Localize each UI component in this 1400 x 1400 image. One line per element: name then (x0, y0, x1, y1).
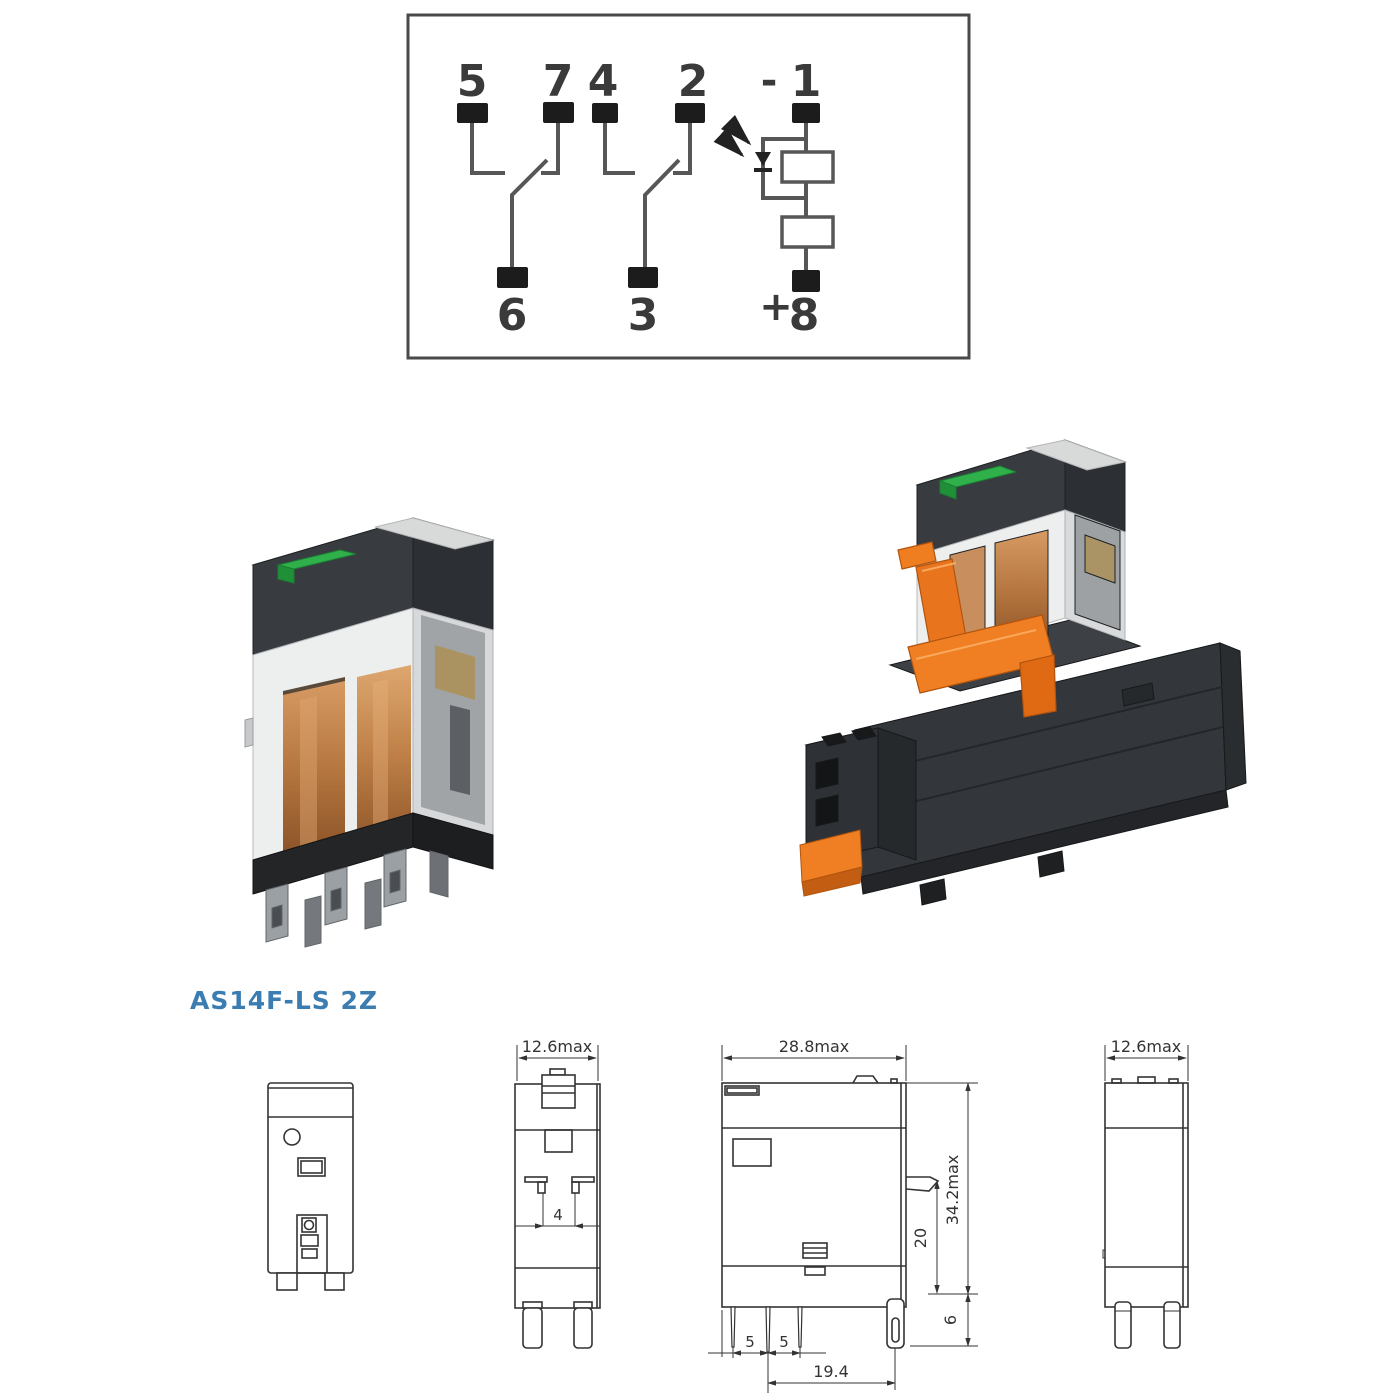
side-right-outline (1102, 1076, 1189, 1349)
label-strip (1025, 439, 1127, 471)
drawing-front-small (267, 1082, 354, 1291)
dim-lines (516, 1045, 599, 1081)
orange-retaining-clip (897, 541, 1057, 718)
led-indicator-icon (713, 114, 772, 172)
relay-product-photo (244, 517, 495, 948)
test-button (541, 1074, 576, 1109)
bottom-dims (708, 1310, 896, 1393)
dim-label-pin-pitch: 4 (553, 1206, 563, 1224)
minus-sign: - (761, 58, 778, 104)
terminal-opening (815, 794, 839, 827)
model-number-label: AS14F-LS 2Z (190, 986, 378, 1015)
drawing-front-large: 28.8max 34.2max 6 20 (708, 1037, 978, 1393)
relay-base (252, 812, 494, 895)
pin-label-8: 8 (789, 290, 820, 341)
front-large-outline (721, 1075, 940, 1353)
width-dim (721, 1045, 907, 1081)
pin-label-5: 5 (457, 56, 488, 107)
copper-coil (283, 681, 345, 859)
rail-clip-profile (905, 1176, 940, 1192)
dim-label-pin-span: 19.4 (813, 1362, 849, 1381)
pin-label-1: 1 (791, 56, 822, 107)
label-strip (374, 517, 494, 550)
pin-label-6: 6 (497, 290, 528, 341)
dim-label-width: 28.8max (779, 1037, 849, 1056)
pin-label-7: 7 (543, 56, 574, 107)
terminal-opening (815, 757, 839, 790)
drawing-side-right: 12.6max (1102, 1037, 1189, 1349)
relay-on-socket-photo (799, 439, 1247, 906)
pitch-dim (515, 1193, 600, 1229)
mounting-latch (886, 1298, 905, 1349)
terminal-screw (821, 732, 847, 747)
schematic-border (406, 13, 971, 360)
dim-lines (1104, 1045, 1189, 1081)
front-small-outline (267, 1082, 354, 1291)
dim-label-clip-to-base: 20 (911, 1228, 930, 1248)
pin-label-4: 4 (588, 56, 619, 107)
dim-label-clip-tail: 6 (941, 1315, 960, 1325)
terminal-pins (265, 848, 449, 948)
dim-label-pitch-b: 5 (779, 1333, 789, 1351)
indicator-circle (283, 1128, 301, 1146)
plus-sign: + (759, 284, 793, 330)
height-dims (906, 1082, 978, 1347)
schematic-pin-labels: 5 7 4 2 - 1 6 3 + 8 (457, 56, 822, 341)
contact-wiring (470, 123, 808, 270)
pin-label-3: 3 (628, 290, 659, 341)
terminal-pads (457, 102, 820, 292)
green-test-button (277, 549, 357, 584)
pinout-schematic: 5 7 4 2 - 1 6 3 + 8 (406, 13, 971, 360)
drawing-side-left: 12.6max 4 (514, 1037, 601, 1349)
side-left-outline (514, 1068, 601, 1349)
coil-elements (780, 150, 835, 249)
terminal-screw (851, 726, 877, 741)
coil-and-internals (244, 615, 485, 859)
pin-label-2: 2 (678, 56, 709, 107)
dim-label-height: 34.2max (943, 1155, 962, 1225)
dim-label-width: 12.6max (522, 1037, 592, 1056)
dim-label-pitch-a: 5 (745, 1333, 755, 1351)
dim-label-width: 12.6max (1111, 1037, 1181, 1056)
release-tab (799, 829, 863, 897)
